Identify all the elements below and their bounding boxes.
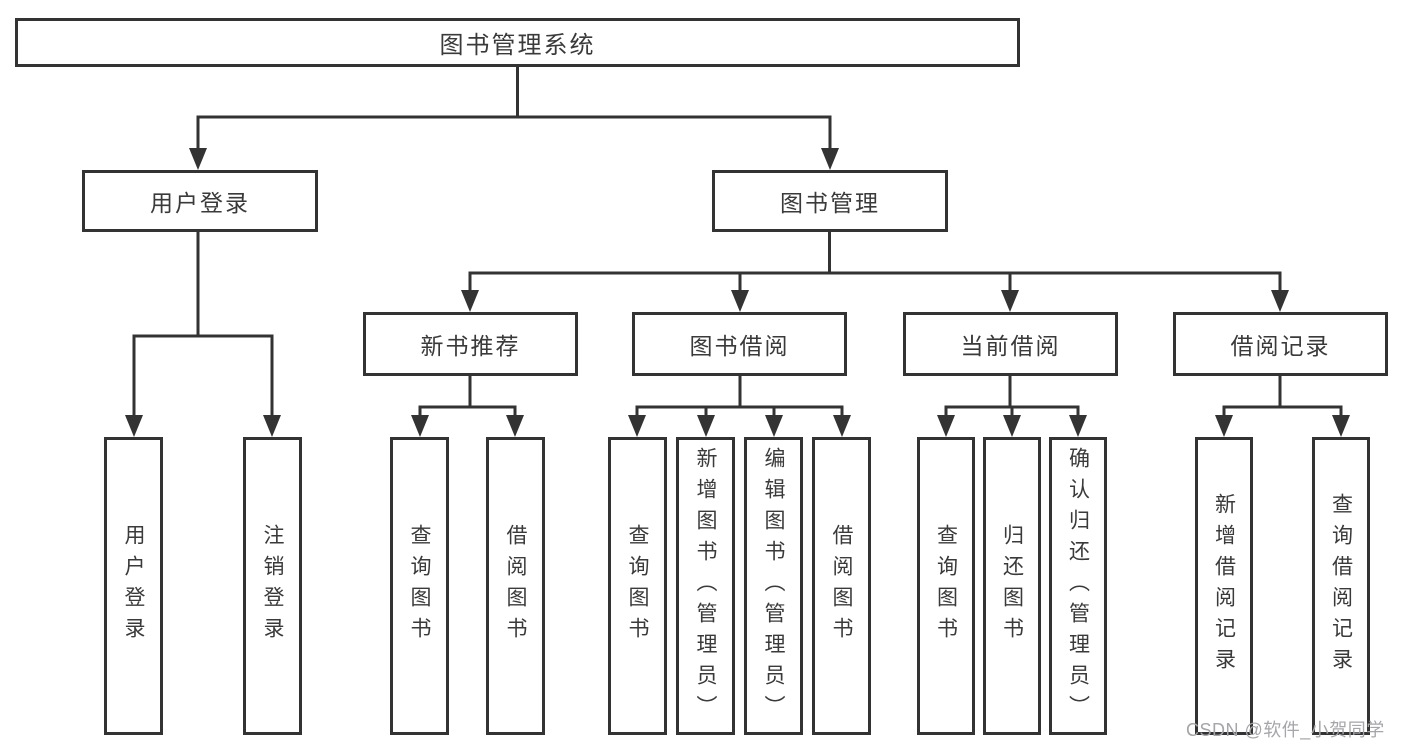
node-book-borrow: 图书借阅 <box>632 312 847 376</box>
leaf-borrow-book: 借阅图书 <box>812 437 871 735</box>
node-label: 新增图书（管理员） <box>694 446 717 726</box>
node-label: 新书推荐 <box>420 333 521 359</box>
node-current-borrow: 当前借阅 <box>903 312 1118 376</box>
root-node-system: 图书管理系统 <box>15 18 1020 67</box>
node-label: 图书借阅 <box>689 333 790 359</box>
leaf-add-book-admin: 新增图书（管理员） <box>676 437 735 735</box>
leaf-edit-book-admin: 编辑图书（管理员） <box>744 437 803 735</box>
node-label: 查询图书 <box>934 524 958 648</box>
node-label: 注销登录 <box>261 524 284 648</box>
node-label: 新增借阅记录 <box>1212 493 1236 679</box>
node-label: 编辑图书（管理员） <box>762 446 785 726</box>
node-user-login: 用户登录 <box>82 170 318 232</box>
leaf-recommend-query-book: 查询图书 <box>390 437 449 735</box>
node-label: 图书管理系统 <box>439 32 596 59</box>
node-label: 图书管理 <box>780 190 880 216</box>
arrowheads <box>125 148 1350 437</box>
node-label: 查询图书 <box>408 524 431 648</box>
leaf-user-login: 用户登录 <box>104 437 163 735</box>
node-label: 借阅图书 <box>830 524 853 648</box>
node-label: 查询图书 <box>626 524 649 648</box>
node-new-book-recommend: 新书推荐 <box>363 312 578 376</box>
node-book-management: 图书管理 <box>712 170 948 232</box>
node-label: 用户登录 <box>122 524 145 648</box>
leaf-current-query-book: 查询图书 <box>917 437 975 735</box>
leaf-confirm-return-admin: 确认归还（管理员） <box>1049 437 1107 735</box>
csdn-watermark: CSDN @软件_小贺同学 <box>1186 720 1385 740</box>
node-label: 借阅记录 <box>1230 333 1331 359</box>
node-label: 用户登录 <box>150 190 250 216</box>
leaf-logout: 注销登录 <box>243 437 302 735</box>
leaf-query-borrow-record: 查询借阅记录 <box>1312 437 1370 735</box>
leaf-add-borrow-record: 新增借阅记录 <box>1195 437 1253 735</box>
node-borrow-records: 借阅记录 <box>1173 312 1388 376</box>
node-label: 确认归还（管理员） <box>1066 446 1090 726</box>
node-label: 归还图书 <box>1000 524 1024 648</box>
node-label: 当前借阅 <box>960 333 1061 359</box>
node-label: 查询借阅记录 <box>1329 493 1353 679</box>
node-label: 借阅图书 <box>504 524 527 648</box>
connector-path <box>132 65 1343 419</box>
leaf-borrow-query-book: 查询图书 <box>608 437 667 735</box>
leaf-recommend-borrow-book: 借阅图书 <box>486 437 545 735</box>
leaf-return-book: 归还图书 <box>983 437 1041 735</box>
